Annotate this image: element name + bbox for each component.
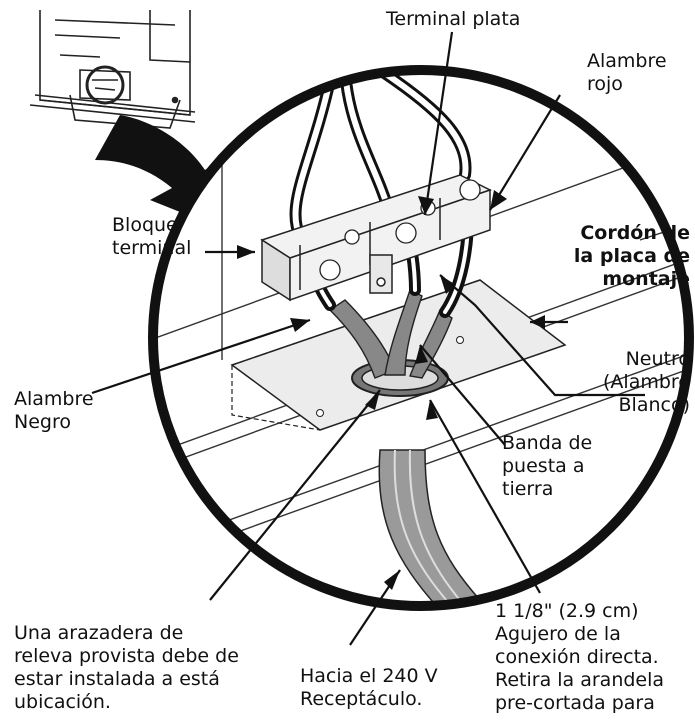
supply-cord xyxy=(378,449,567,606)
label-hacia-receptaculo: Hacia el 240 V Receptáculo. xyxy=(300,665,438,710)
label-banda-puesta-tierra: Banda de puesta a tierra xyxy=(502,432,593,500)
label-arazadera: Una arazadera de releva provista debe de… xyxy=(14,622,239,713)
label-neutro: Neutro (Alambre Blanco) xyxy=(603,348,690,416)
label-bloque-terminal: Bloque terminal xyxy=(112,214,192,259)
label-alambre-rojo: Alambre rojo xyxy=(587,50,667,95)
label-terminal-plata: Terminal plata xyxy=(386,8,521,30)
label-alambre-negro: Alambre Negro xyxy=(14,388,94,433)
label-cordon-placa-montaje: Cordón de la placa de montaje xyxy=(573,222,690,290)
leader-lines xyxy=(91,31,645,646)
leader-arrowheads xyxy=(237,190,545,590)
terminal-screws xyxy=(319,179,481,281)
label-agujero: 1 1/8" (2.9 cm) Agujero de la conexión d… xyxy=(495,600,665,714)
range-inset-illustration xyxy=(29,10,196,129)
